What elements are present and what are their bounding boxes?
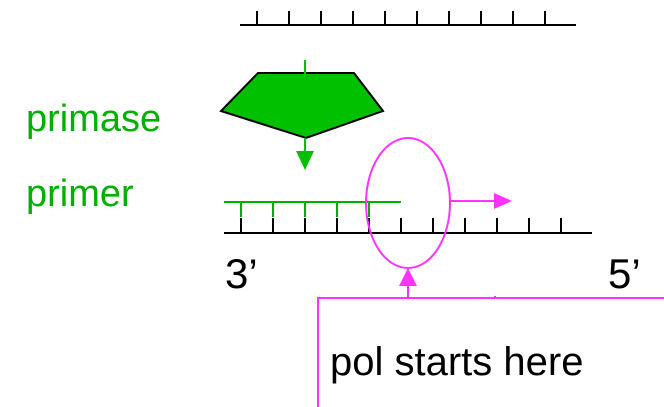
callout-arrow-head [399,268,417,286]
primer-strand [224,201,401,217]
callout-box [317,297,664,407]
top-template-strand [240,11,576,26]
primase-shape [219,72,385,140]
primase-arrow-head [296,151,314,170]
primase-enzyme [219,60,385,170]
primase-label: primase [26,98,161,140]
primer-label: primer [26,173,134,215]
callout-leader [407,284,496,299]
three-prime-label: 3’ [225,250,258,297]
five-prime-label: 5’ [608,250,641,297]
bottom-template-strand [224,218,592,234]
extension-arrow-head [494,193,512,209]
pol-start-marker [365,137,496,299]
pol-callout-text: pol starts here [330,340,583,384]
